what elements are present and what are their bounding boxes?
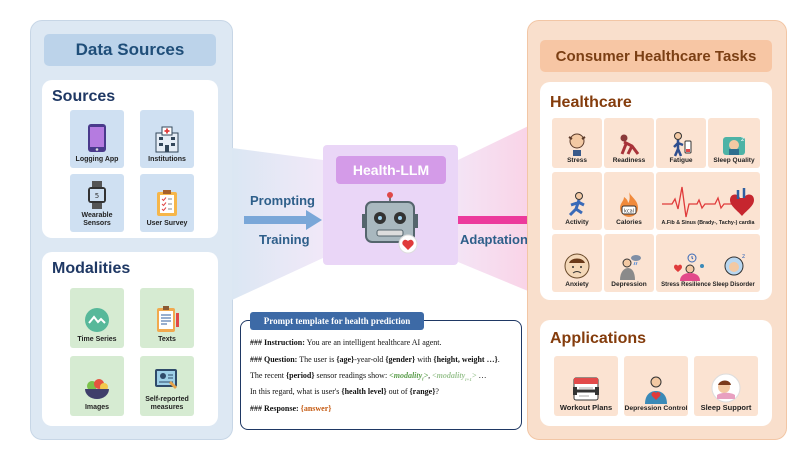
svg-text:z: z [741, 136, 744, 143]
calories-flame-icon: kcal [620, 192, 638, 217]
robot-icon [362, 192, 418, 254]
texts-label: Texts [158, 336, 176, 343]
stress-label: Stress [567, 157, 587, 164]
training-label: Training [259, 232, 310, 247]
time-series-label: Time Series [77, 336, 117, 343]
sleep-support-tile: Sleep Support [694, 356, 758, 416]
fatigue-label: Fatigue [669, 157, 693, 164]
time-series-icon [85, 308, 109, 332]
stress-resilience-sleep-disorder-labels: Stress Resilience Sleep Disorder [661, 282, 755, 288]
sleep-support-label: Sleep Support [700, 403, 752, 412]
prompt-response-line: ### Response: {answer} [250, 404, 332, 413]
logging-app-label: Logging App [75, 156, 119, 163]
afib-label: A.Fib & Sinus (Brady-, Tachy-) cardia [661, 220, 755, 226]
runner-start-icon [620, 134, 640, 155]
logging-app-tile: Logging App [70, 110, 124, 168]
anxiety-icon [564, 253, 590, 279]
images-tile: Images [70, 356, 124, 416]
prompt-instruction-line: ### Instruction: You are an intelligent … [250, 338, 442, 347]
sleep-quality-tile: z Sleep Quality [708, 118, 760, 168]
user-survey-tile: User Survey [140, 174, 194, 232]
sleep-disorder-label: Sleep Disorder [712, 282, 755, 288]
modalities-card: Modalities Time Series Texts Images Self… [42, 252, 218, 426]
activity-icon [568, 192, 585, 217]
depression-label: Depression [611, 281, 647, 288]
prompting-arrow [244, 210, 322, 230]
svg-text:5: 5 [95, 192, 99, 200]
readiness-label: Readiness [612, 157, 646, 164]
self-reported-label: Self-reported measures [145, 396, 189, 411]
texts-tile: Texts [140, 288, 194, 348]
applications-title: Applications [550, 330, 647, 347]
prompt-template-box [240, 320, 522, 430]
sources-card: Sources Logging App Institutions 5 Weara… [42, 80, 218, 238]
prompt-sensor-line: The recent {period} sensor readings show… [250, 371, 487, 383]
institutions-tile: Institutions [140, 110, 194, 168]
activity-label: Activity [565, 219, 589, 226]
wearable-sensors-tile: 5 Wearable Sensors [70, 174, 124, 232]
svg-text:kcal: kcal [624, 209, 634, 215]
modalities-title: Modalities [52, 260, 131, 277]
afib-tile: A.Fib & Sinus (Brady-, Tachy-) cardia [656, 172, 760, 230]
anxiety-label: Anxiety [565, 281, 589, 288]
adaptation-arrow [450, 209, 546, 231]
fatigue-tile: Fatigue [656, 118, 706, 168]
data-sources-title: Data Sources [44, 34, 216, 66]
workout-plans-tile: Workout Plans [554, 356, 618, 416]
wearable-sensors-label: Wearable Sensors [81, 212, 113, 227]
depression-tile: Depression [604, 234, 654, 292]
resilience-sleep-icon: z [674, 253, 745, 281]
prompt-question-line: ### Question: The user is {age}-year-old… [250, 355, 500, 364]
anxiety-tile: Anxiety [552, 234, 602, 292]
images-label: Images [84, 404, 110, 411]
workout-calendar-icon [573, 377, 599, 401]
phone-icon [88, 124, 106, 152]
stress-tile: Stress [552, 118, 602, 168]
heart-ecg-icon [662, 186, 754, 218]
sleep-quality-label: Sleep Quality [713, 157, 755, 164]
prompt-question-level-line: In this regard, what is user's {health l… [250, 387, 439, 396]
survey-icon [157, 190, 177, 216]
time-series-tile: Time Series [70, 288, 124, 348]
food-bowl-icon [85, 379, 109, 399]
calories-tile: kcal Calories [604, 172, 654, 230]
applications-card: Applications Workout Plans Depression Co… [540, 320, 772, 426]
health-llm-title: Health-LLM [336, 156, 446, 184]
stress-icon [568, 133, 586, 156]
healthcare-title: Healthcare [550, 94, 632, 111]
adaptation-label: Adaptation [460, 232, 528, 247]
svg-text:z: z [742, 253, 745, 260]
depression-control-icon [645, 376, 667, 404]
depression-icon [620, 255, 641, 280]
readiness-tile: Readiness [604, 118, 654, 168]
depression-control-label: Depression Control [624, 405, 688, 412]
sleep-support-icon [711, 373, 741, 403]
prompt-template-title: Prompt template for health prediction [250, 312, 424, 330]
fatigue-icon [673, 132, 692, 157]
consumer-healthcare-title: Consumer Healthcare Tasks [540, 40, 772, 72]
depression-control-tile: Depression Control [624, 356, 688, 416]
smartwatch-icon: 5 [88, 181, 106, 209]
user-survey-label: User Survey [146, 220, 188, 227]
workout-plans-label: Workout Plans [559, 403, 613, 412]
stress-resilience-label: Stress Resilience [661, 282, 711, 288]
self-reported-tile: Self-reported measures [140, 356, 194, 416]
right-funnel [458, 118, 545, 298]
sources-title: Sources [52, 88, 116, 105]
hospital-icon [155, 126, 179, 153]
self-report-icon [155, 369, 177, 389]
activity-tile: Activity [552, 172, 602, 230]
stress-sleep-tile: z Stress Resilience Sleep Disorder [656, 234, 760, 292]
sleep-quality-icon: z [723, 136, 745, 155]
prompting-label: Prompting [250, 193, 315, 208]
healthcare-card: Healthcare Stress Readiness Fatigue z Sl… [540, 82, 772, 300]
document-icon [157, 306, 179, 332]
calories-label: Calories [616, 219, 642, 226]
institutions-label: Institutions [148, 156, 186, 163]
